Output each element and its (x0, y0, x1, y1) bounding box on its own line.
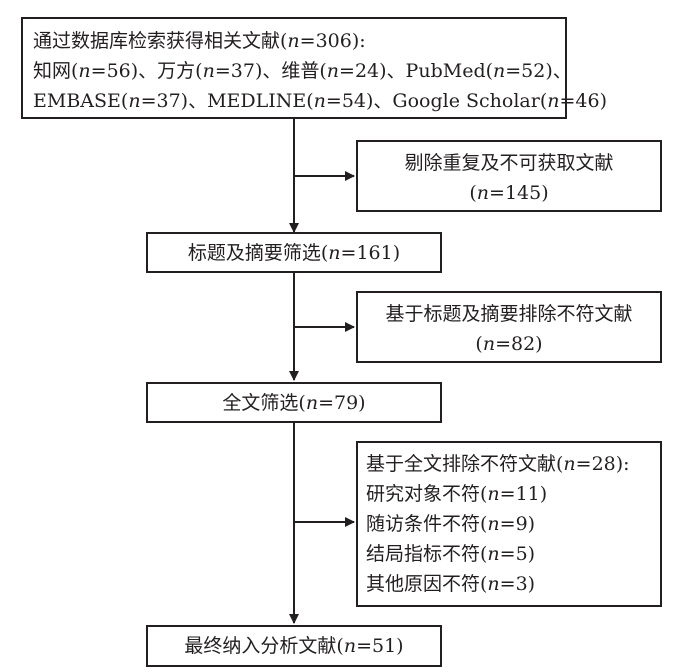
box-text-line: EMBASE(n=37)、MEDLINE(n=54)、Google Schola… (33, 86, 607, 116)
text-run: =37)、维普( (214, 60, 327, 82)
box-text-line: (n=145) (362, 178, 656, 208)
italic-n: n (487, 573, 500, 595)
final-included-text: 最终纳入分析文献(n=51) (152, 631, 436, 661)
search-box-text: 通过数据库检索获得相关文献(n=306):知网(n=56)、万方(n=37)、维… (33, 26, 607, 116)
box-text-line: 研究对象不符(n=11) (366, 479, 660, 509)
italic-n: n (487, 483, 500, 505)
text-run: =82) (495, 333, 543, 355)
fulltext-screen-text: 全文筛选(n=79) (152, 388, 436, 418)
italic-n: n (487, 543, 500, 565)
exclude-fulltext-box: 基于全文排除不符文献(n=28):研究对象不符(n=11)随访条件不符(n=9)… (356, 441, 662, 607)
text-run: 基于标题及摘要排除不符文献 (385, 303, 633, 325)
text-run: ( (475, 333, 483, 355)
text-run: =161) (340, 242, 401, 264)
box-text-line: 标题及摘要筛选(n=161) (152, 238, 436, 268)
box-text-line: 随访条件不符(n=9) (366, 509, 660, 539)
italic-n: n (482, 333, 496, 355)
text-run: ( (469, 182, 477, 204)
italic-n: n (547, 90, 560, 112)
italic-n: n (78, 60, 91, 82)
exclude-duplicates-text: 剔除重复及不可获取文献 (n=145) (362, 148, 656, 208)
search-box: 通过数据库检索获得相关文献(n=306):知网(n=56)、万方(n=37)、维… (21, 17, 607, 119)
text-run: =306): (299, 30, 366, 52)
italic-n: n (202, 60, 215, 82)
exclude-title-box: 基于标题及摘要排除不符文献 (n=82) (356, 291, 662, 363)
text-run: 其他原因不符( (366, 573, 488, 595)
text-run: =145) (489, 182, 549, 204)
box-text-line: 最终纳入分析文献(n=51) (152, 631, 436, 661)
text-run: 随访条件不符( (366, 513, 488, 535)
box-text-line: 知网(n=56)、万方(n=37)、维普(n=24)、PubMed(n=52)、 (33, 56, 572, 86)
text-run: =51) (356, 635, 404, 657)
text-run: =24)、PubMed( (339, 60, 494, 82)
text-run: =9) (499, 513, 536, 535)
italic-n: n (326, 60, 340, 82)
italic-n: n (343, 635, 357, 657)
text-run: EMBASE( (33, 90, 129, 112)
title-abstract-screen-text: 标题及摘要筛选(n=161) (152, 238, 436, 268)
text-run: 全文筛选( (222, 392, 306, 414)
box-text-line: 剔除重复及不可获取文献 (362, 148, 656, 178)
box-text-line: 其他原因不符(n=3) (366, 569, 660, 599)
italic-n: n (328, 242, 341, 264)
italic-n: n (128, 90, 141, 112)
text-run: 知网( (33, 60, 79, 82)
title-abstract-screen-box: 标题及摘要筛选(n=161) (146, 232, 442, 273)
box-text-line: 通过数据库检索获得相关文献(n=306): (33, 26, 565, 56)
italic-n: n (313, 90, 326, 112)
text-run: =28): (575, 453, 630, 475)
text-run: 基于全文排除不符文献( (366, 453, 564, 475)
italic-n: n (305, 392, 319, 414)
exclude-fulltext-text: 基于全文排除不符文献(n=28):研究对象不符(n=11)随访条件不符(n=9)… (366, 449, 660, 599)
text-run: =5) (499, 543, 536, 565)
italic-n: n (563, 453, 576, 475)
text-run: 研究对象不符( (366, 483, 488, 505)
box-text-line: (n=82) (362, 329, 656, 359)
text-run: =54)、Google Scholar( (325, 90, 548, 112)
text-run: 最终纳入分析文献( (184, 635, 344, 657)
box-text-line: 基于标题及摘要排除不符文献 (362, 299, 656, 329)
text-run: =37)、MEDLINE( (140, 90, 314, 112)
text-run: 标题及摘要筛选( (187, 242, 329, 264)
italic-n: n (493, 60, 506, 82)
italic-n: n (287, 30, 300, 52)
text-run: =56)、万方( (90, 60, 203, 82)
text-run: =46) (559, 90, 608, 112)
italic-n: n (476, 182, 490, 204)
text-run: =52)、 (505, 60, 572, 82)
exclude-duplicates-box: 剔除重复及不可获取文献 (n=145) (356, 140, 662, 212)
text-run: =79) (318, 392, 366, 414)
text-run: 结局指标不符( (366, 543, 488, 565)
box-text-line: 基于全文排除不符文献(n=28): (366, 449, 660, 479)
text-run: 剔除重复及不可获取文献 (404, 152, 614, 174)
text-run: =3) (499, 573, 536, 595)
italic-n: n (487, 513, 500, 535)
final-included-box: 最终纳入分析文献(n=51) (146, 625, 442, 667)
text-run: =11) (499, 483, 548, 505)
fulltext-screen-box: 全文筛选(n=79) (146, 382, 442, 423)
text-run: 通过数据库检索获得相关文献( (33, 30, 288, 52)
box-text-line: 结局指标不符(n=5) (366, 539, 660, 569)
exclude-title-text: 基于标题及摘要排除不符文献 (n=82) (362, 299, 656, 359)
box-text-line: 全文筛选(n=79) (152, 388, 436, 418)
